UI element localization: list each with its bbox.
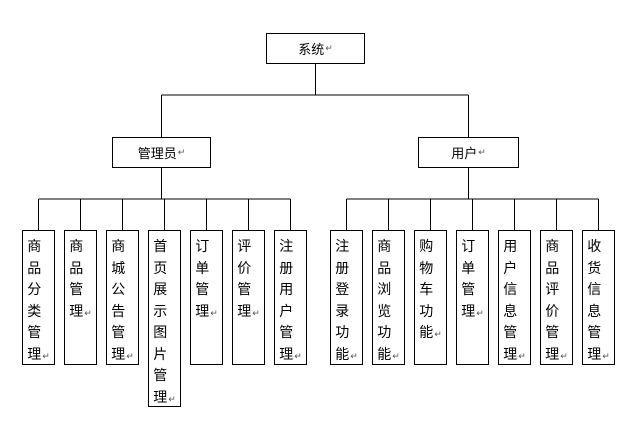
paragraph-mark: ↵	[325, 43, 333, 54]
leaf-node: 用户信息管理↵	[498, 230, 531, 365]
paragraph-mark: ↵	[84, 308, 92, 319]
paragraph-mark: ↵	[478, 147, 486, 158]
root-node: 系统↵	[266, 33, 365, 64]
leaf-label: 收货信息管理↵	[587, 239, 610, 363]
leaf-label: 商品评价管理↵	[545, 239, 568, 363]
leaf-node: 商品浏览功能↵	[372, 230, 405, 365]
group-label-admin: 管理员	[137, 147, 177, 162]
paragraph-mark: ↵	[210, 308, 218, 319]
leaf-node: 评价管理↵	[232, 230, 265, 365]
leaf-node: 商品管理↵	[64, 230, 97, 365]
leaf-node: 收货信息管理↵	[582, 230, 615, 365]
paragraph-mark: ↵	[42, 351, 50, 362]
paragraph-mark: ↵	[602, 351, 610, 362]
paragraph-mark: ↵	[168, 394, 176, 405]
leaf-label: 用户信息管理↵	[503, 239, 526, 363]
leaf-node: 订单管理↵	[456, 230, 489, 365]
leaf-label: 商品浏览功能↵	[377, 239, 400, 363]
paragraph-mark: ↵	[434, 330, 442, 340]
leaf-node: 购物车功能↵	[414, 230, 447, 365]
paragraph-mark: ↵	[476, 308, 484, 319]
leaf-label: 商品管理↵	[69, 239, 92, 320]
leaf-label: 商城公告管理↵	[111, 239, 134, 363]
leaf-label: 订单管理↵	[195, 239, 218, 320]
leaf-node: 商品评价管理↵	[540, 230, 573, 365]
paragraph-mark: ↵	[294, 351, 302, 362]
group-node-admin: 管理员↵	[112, 137, 211, 168]
root-label: 系统	[298, 43, 325, 58]
group-node-user: 用户↵	[418, 137, 519, 168]
leaf-label: 订单管理↵	[461, 239, 484, 320]
leaf-label: 购物车功能↵	[419, 239, 442, 341]
paragraph-mark: ↵	[518, 351, 526, 362]
leaf-label: 商品分类管理↵	[27, 239, 50, 363]
leaf-label: 注册登录功能↵	[335, 239, 358, 363]
paragraph-mark: ↵	[177, 147, 186, 158]
leaf-node: 注册用户管理↵	[274, 230, 307, 365]
paragraph-mark: ↵	[560, 351, 568, 362]
paragraph-mark: ↵	[252, 308, 260, 319]
paragraph-mark: ↵	[126, 351, 134, 362]
paragraph-mark: ↵	[350, 351, 358, 362]
leaf-node: 商品分类管理↵	[22, 230, 55, 365]
leaf-node: 订单管理↵	[190, 230, 223, 365]
leaf-node: 首页展示图片管理↵	[148, 230, 181, 407]
leaf-label: 首页展示图片管理↵	[153, 239, 176, 406]
leaf-node: 注册登录功能↵	[330, 230, 363, 365]
leaf-node: 商城公告管理↵	[106, 230, 139, 365]
group-label-user: 用户	[451, 147, 478, 162]
leaf-label: 评价管理↵	[237, 239, 260, 320]
leaf-label: 注册用户管理↵	[279, 239, 302, 363]
paragraph-mark: ↵	[392, 351, 400, 362]
